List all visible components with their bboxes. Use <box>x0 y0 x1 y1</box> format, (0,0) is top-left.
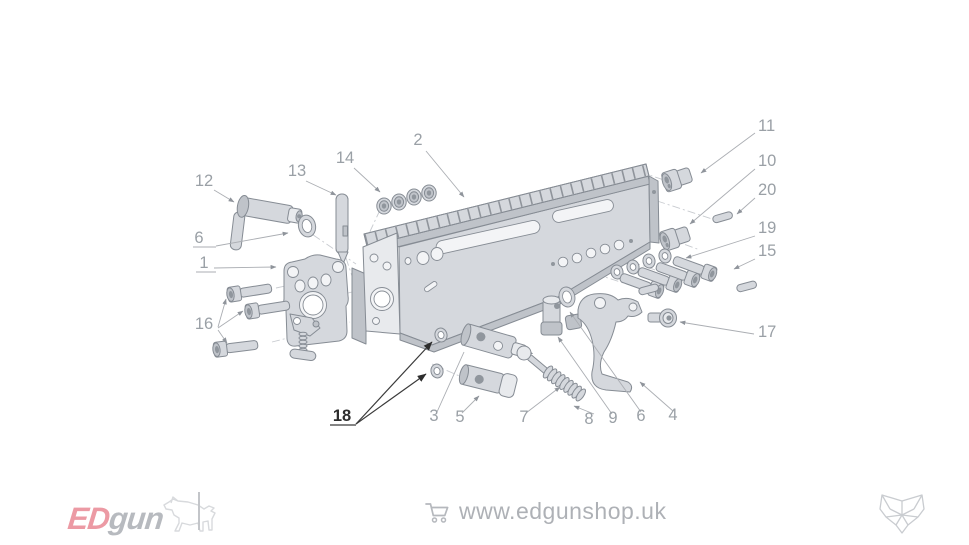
part-label-15: 15 <box>758 242 776 260</box>
part-plug-cylinder <box>458 364 518 398</box>
dog-logo-icon <box>163 496 216 532</box>
part-label-19: 19 <box>758 219 776 237</box>
part-grommet-set <box>376 184 437 215</box>
part-label-9: 9 <box>608 409 617 427</box>
part-label-8: 8 <box>584 410 593 428</box>
screw <box>211 336 260 359</box>
part-label-2: 2 <box>413 131 422 149</box>
part-pivot-pin <box>335 193 349 265</box>
part-label-14: 14 <box>336 149 354 167</box>
part-label-7: 7 <box>519 408 528 426</box>
part-label-13: 13 <box>288 162 306 180</box>
part-bushing-upper <box>659 164 695 194</box>
part-button-screw <box>647 308 677 328</box>
part-front-plate <box>283 254 349 361</box>
screw <box>225 280 274 304</box>
part-label-16: 16 <box>195 315 213 333</box>
part-spring <box>542 365 586 402</box>
part-label-3: 3 <box>429 407 438 425</box>
part-dowel-pin <box>711 210 734 224</box>
cart-icon <box>425 502 449 523</box>
part-receiver <box>362 163 660 353</box>
part-label-17: 17 <box>758 323 776 341</box>
screw <box>243 297 292 321</box>
part-small-o-ring-b <box>428 362 446 380</box>
part-label-11: 11 <box>758 117 775 135</box>
part-trigger-lever <box>564 293 643 393</box>
part-locking-lever <box>229 194 303 251</box>
part-label-12: 12 <box>195 172 213 190</box>
footer: EDgun www.edgunshop.uk <box>0 486 969 545</box>
part-side-screws <box>617 252 758 300</box>
part-labels: 12 13 14 2 11 10 20 19 15 17 6 1 16 18 3… <box>194 117 776 428</box>
edgun-logo: EDgun <box>66 492 221 536</box>
website-link[interactable]: www.edgunshop.uk <box>424 498 666 525</box>
edgun-logo-text: EDgun <box>66 501 165 536</box>
brand-gun: gun <box>107 501 165 536</box>
part-label-6-bottom: 6 <box>636 407 645 425</box>
part-plate-screws <box>211 280 292 359</box>
brand-ed: ED <box>66 501 111 536</box>
pin <box>735 279 758 293</box>
part-label-18: 18 <box>333 407 351 425</box>
leader-lines <box>193 132 756 426</box>
part-label-4: 4 <box>668 406 677 424</box>
part-bushing-lower <box>657 223 693 253</box>
website-url[interactable]: www.edgunshop.uk <box>459 498 667 524</box>
part-label-6-left: 6 <box>194 229 203 247</box>
part-label-10: 10 <box>758 152 776 170</box>
footer-divider <box>198 492 200 530</box>
part-sear-bushing <box>540 295 563 336</box>
part-label-20: 20 <box>758 181 776 199</box>
part-label-1: 1 <box>199 254 208 272</box>
part-label-5: 5 <box>455 408 464 426</box>
part-spacer-plate <box>351 267 367 345</box>
fox-logo-icon <box>876 486 928 543</box>
